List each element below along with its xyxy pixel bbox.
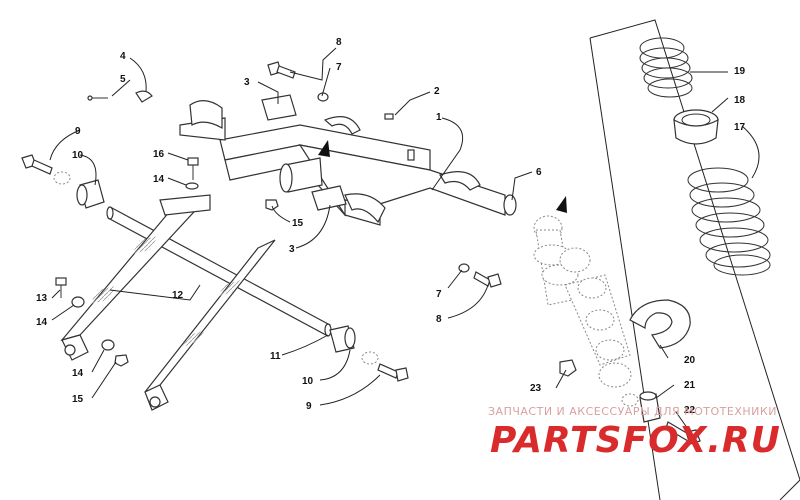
watermark-logo: PARTSFOX.RU — [490, 420, 781, 461]
wear-pad-upper[interactable] — [261, 94, 297, 121]
grease-fitting-left[interactable] — [87, 95, 108, 101]
bolt-8-lower[interactable] — [473, 271, 502, 288]
spring-lower[interactable] — [687, 167, 771, 276]
callout-18[interactable]: 18 — [734, 95, 746, 106]
nut-23[interactable] — [559, 359, 577, 377]
bolt-top[interactable] — [267, 61, 296, 79]
callout-3-upper[interactable]: 3 — [244, 77, 250, 88]
callout-9-upper[interactable]: 9 — [75, 126, 81, 137]
bolt-9-right[interactable] — [361, 351, 409, 382]
direction-arrow-arm — [318, 140, 330, 157]
spring-collar[interactable] — [673, 109, 719, 145]
cap-left[interactable] — [135, 90, 153, 103]
callout-11[interactable]: 11 — [270, 351, 281, 362]
shock-assembly-boundary — [589, 19, 800, 500]
watermark-tagline: ЗАПЧАСТИ И АКСЕССУАРЫ ДЛЯ МОТОТЕХНИКИ — [488, 405, 777, 418]
callout-4[interactable]: 4 — [120, 51, 126, 62]
bolt-22[interactable] — [665, 421, 701, 445]
callout-22[interactable]: 22 — [684, 405, 696, 416]
callout-15-a[interactable]: 15 — [292, 218, 304, 229]
washer-14-upper[interactable] — [185, 182, 199, 190]
direction-arrow-shock — [556, 196, 567, 213]
nut-15-upper[interactable] — [265, 199, 279, 211]
callout-7-lower[interactable]: 7 — [436, 289, 442, 300]
washer-14-lower-b[interactable] — [101, 339, 115, 351]
callout-23[interactable]: 23 — [530, 383, 542, 394]
callout-6[interactable]: 6 — [536, 167, 542, 178]
shock-absorber[interactable] — [533, 215, 639, 407]
callout-2[interactable]: 2 — [434, 86, 440, 97]
lower-link[interactable] — [159, 194, 211, 216]
callout-14-c[interactable]: 14 — [72, 368, 84, 379]
callout-14-a[interactable]: 14 — [153, 174, 165, 185]
callout-3-lower[interactable]: 3 — [289, 244, 295, 255]
grease-fitting[interactable] — [384, 113, 394, 120]
bolt-9-left[interactable] — [21, 154, 71, 185]
callout-1[interactable]: 1 — [436, 112, 442, 123]
callout-13[interactable]: 13 — [36, 293, 48, 304]
bolt-16[interactable] — [187, 157, 199, 180]
callout-10-upper[interactable]: 10 — [72, 150, 84, 161]
callout-16[interactable]: 16 — [153, 149, 165, 160]
wear-pad-lower[interactable] — [311, 185, 347, 211]
callout-17[interactable]: 17 — [734, 122, 746, 133]
leader-lines — [49, 47, 760, 433]
callout-14-b[interactable]: 14 — [36, 317, 48, 328]
callout-21[interactable]: 21 — [684, 380, 696, 391]
nut-15-lower[interactable] — [114, 354, 129, 367]
callout-10-lower[interactable]: 10 — [302, 376, 314, 387]
callout-12[interactable]: 12 — [172, 290, 184, 301]
upper-arm[interactable] — [179, 100, 517, 226]
pivot-sleeve[interactable] — [279, 157, 323, 193]
callout-5[interactable]: 5 — [120, 74, 126, 85]
callout-7-upper[interactable]: 7 — [336, 62, 342, 73]
callout-19[interactable]: 19 — [734, 66, 746, 77]
callout-8-lower[interactable]: 8 — [436, 314, 442, 325]
bushing-10-lower[interactable] — [329, 325, 356, 353]
callout-8-upper[interactable]: 8 — [336, 37, 342, 48]
callout-20[interactable]: 20 — [684, 355, 696, 366]
sleeve-21[interactable] — [639, 391, 661, 423]
callout-9-lower[interactable]: 9 — [306, 401, 312, 412]
spring-upper[interactable] — [639, 37, 693, 98]
spring-clip[interactable] — [629, 299, 691, 349]
washer-7-lower[interactable] — [458, 263, 470, 273]
bushing-10-upper[interactable] — [76, 179, 105, 209]
washer-14-lower-a[interactable] — [71, 296, 85, 308]
bolt-13[interactable] — [55, 277, 67, 298]
callout-15-b[interactable]: 15 — [72, 394, 84, 405]
rail-right[interactable] — [144, 239, 276, 411]
shock-assembly-boundary-lower — [589, 37, 661, 500]
